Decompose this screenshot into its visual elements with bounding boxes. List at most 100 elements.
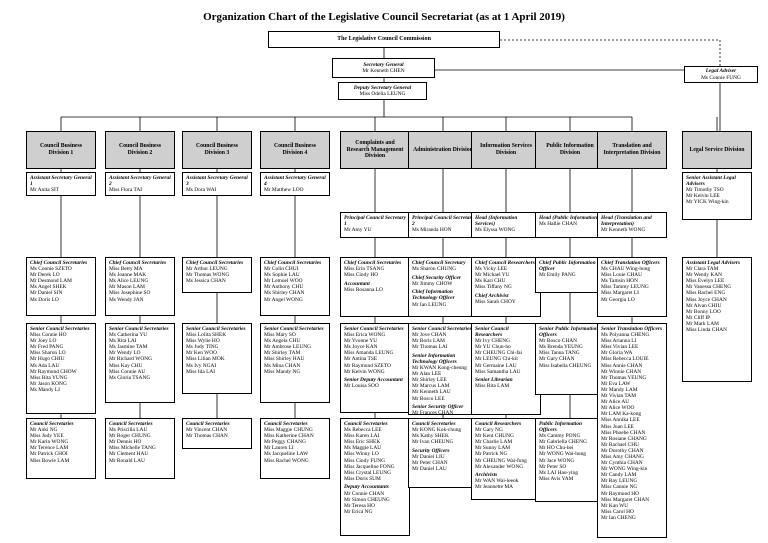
post-title: Chief Council Researchers bbox=[475, 260, 535, 266]
post-title: Senior Council Researchers bbox=[475, 326, 509, 339]
staff-name: Mr Bosco CHAN bbox=[539, 338, 578, 345]
staff-name: Miss Winny LO bbox=[344, 451, 379, 458]
staff-name: Mr Marcus LAM bbox=[412, 383, 450, 390]
post-title: Chief Council Secretaries bbox=[109, 260, 167, 266]
staff-name: Miss Betty MA bbox=[109, 266, 143, 273]
staff-name: Mr Raymond CHOW bbox=[30, 368, 77, 375]
staff-name: Mr Ivan CHEUNG bbox=[412, 439, 454, 446]
staff-name: Mr Karin WONG bbox=[30, 439, 69, 446]
staff-name: Mr Peter SO bbox=[539, 463, 567, 470]
staff-name: Mr Mark LAM bbox=[686, 320, 719, 327]
staff-name: Miss Rachel WONG bbox=[264, 457, 309, 464]
staff-name: Mr Timothy TSO bbox=[686, 187, 724, 194]
staff-name: Miss Joyce CHAN bbox=[686, 296, 727, 303]
staff-name: Miss Margaret LI bbox=[601, 290, 639, 297]
staff-name: Ms Cammy PONG bbox=[539, 433, 581, 440]
staff-name: Mr Erica NG bbox=[344, 508, 373, 515]
post-title: Head (Public Information) bbox=[539, 215, 599, 221]
staff-name: Mr Peter CHAN bbox=[412, 460, 448, 467]
staff-name: Mr CHEUNG Chi-fai bbox=[475, 350, 523, 357]
staff-name: Miss Josephine SO bbox=[109, 290, 151, 297]
staff-name: Mr Matthew LOO bbox=[264, 187, 304, 194]
staff-name: Mr Arthur LEUNG bbox=[186, 266, 228, 273]
staff-name: Mr Boris LAM bbox=[412, 338, 445, 345]
staff-name: Mr Vivian TAM bbox=[601, 393, 636, 400]
staff-name: Mr KONG Kok-chung bbox=[412, 427, 462, 434]
post-title: Senior Council Secretaries bbox=[412, 326, 472, 332]
staff-name: Ms Kari CHU bbox=[475, 278, 506, 285]
staff-name: Miss Flora TAI bbox=[109, 187, 143, 194]
staff-name: Mr Richard WONG bbox=[109, 356, 153, 363]
staff-name: Mr Wendy KAN bbox=[686, 272, 722, 279]
post-title: Senior Council Secretaries bbox=[264, 326, 324, 332]
staff-name: Miss Tanna TANG bbox=[539, 350, 580, 357]
staff-name: Mr Alice AU bbox=[601, 399, 630, 406]
staff-name: Ms Vicky LEE bbox=[475, 266, 508, 273]
staff-name: Mr Jace WONG bbox=[539, 457, 575, 464]
post-title: Public Information Officers bbox=[539, 421, 582, 434]
staff-name: Mr Anita SIT bbox=[30, 187, 60, 194]
division-header: Translation and Interpretation Division bbox=[597, 131, 667, 169]
staff-name: Miss Kay CHU bbox=[109, 362, 143, 369]
post-title: Chief Public Information Officer bbox=[539, 260, 596, 273]
staff-name: Mr Shirley LEE bbox=[412, 377, 447, 384]
staff-name: Mr Connie CHAN bbox=[344, 490, 385, 497]
staff-box: Head (Public Information)Ms Hallie CHAN bbox=[535, 212, 605, 238]
staff-name: Ms Dora WAI bbox=[186, 187, 217, 194]
staff-name: Ms Wendy JAN bbox=[109, 296, 144, 303]
staff-name: Miss Lolita SHEK bbox=[186, 332, 227, 339]
legal-advisor-box: Legal Adviser Ms Connie FUNG bbox=[684, 66, 758, 83]
staff-name: Miss Maggie CHUNG bbox=[264, 427, 313, 434]
staff-name: Mr Eva LAW bbox=[601, 380, 631, 387]
staff-name: Miss Ida LAI bbox=[186, 368, 216, 375]
post-title: Archivists bbox=[475, 472, 498, 479]
staff-name: Mr Kelvin LEE bbox=[686, 193, 720, 200]
staff-name: Mr Colin CHUI bbox=[264, 266, 299, 273]
staff-name: Miss Connie HO bbox=[30, 332, 67, 339]
staff-name: Mr Raymond HO bbox=[601, 490, 640, 497]
post-title: Senior Information Technology Officers bbox=[412, 352, 457, 365]
staff-box: Head (Information Services)Ms Elyssa WON… bbox=[471, 212, 541, 238]
staff-name: Mr Anki NG bbox=[30, 427, 58, 434]
staff-name: Mr Jason KONG bbox=[30, 380, 67, 387]
staff-name: Miss Rebecca LOUIE bbox=[601, 356, 649, 363]
staff-name: Miss Rita LAM bbox=[475, 383, 510, 390]
division-header: Council Business Division 2 bbox=[105, 131, 175, 169]
staff-name: Mr YU Chun-ho bbox=[475, 344, 511, 351]
staff-name: Ms Rebecca LEE bbox=[344, 427, 382, 434]
staff-name: Miss Eric SHEK bbox=[344, 439, 381, 446]
staff-name: Ms Polyanna CHENG bbox=[601, 332, 650, 339]
staff-name: Mr Teresa HO bbox=[344, 502, 375, 509]
staff-name: Mr WONG Wing-kin bbox=[601, 466, 648, 473]
post-title: Council Secretaries bbox=[344, 421, 388, 427]
staff-name: Miss Arianna LI bbox=[601, 338, 637, 345]
staff-name: Ms Mandy LI bbox=[30, 386, 60, 393]
post-title: Council Secretaries bbox=[264, 421, 308, 427]
staff-name: Miss Avis YAM bbox=[539, 475, 574, 482]
staff-name: Ms Hallie CHAN bbox=[539, 221, 578, 228]
post-title: Head (Information Services) bbox=[475, 215, 518, 228]
staff-name: Mr CHEUNG Wai-fung bbox=[475, 457, 527, 464]
deputy-secretary-general-name: Miss Odelia LEUNG bbox=[359, 91, 406, 97]
division-header: Council Business Division 3 bbox=[182, 131, 252, 169]
post-title: Council Secretaries bbox=[109, 421, 153, 427]
staff-name: Miss Rita YUNG bbox=[30, 374, 68, 381]
staff-name: Ms Ada LAU bbox=[30, 362, 60, 369]
deputy-secretary-general-box: Deputy Secretary General Miss Odelia LEU… bbox=[338, 82, 427, 100]
commission-box: The Legislative Council Commission bbox=[268, 31, 500, 48]
staff-name: Miss Jacqueline FONG bbox=[344, 463, 395, 470]
staff-name: Mr Winnie CHAN bbox=[601, 368, 642, 375]
staff-name: Miss Karen LAI bbox=[344, 433, 380, 440]
staff-name: Mr Jimmy CHOW bbox=[412, 280, 453, 287]
staff-name: Mr Gary CHAN bbox=[539, 356, 575, 363]
staff-name: Ms Jasmine TAM bbox=[109, 344, 148, 351]
